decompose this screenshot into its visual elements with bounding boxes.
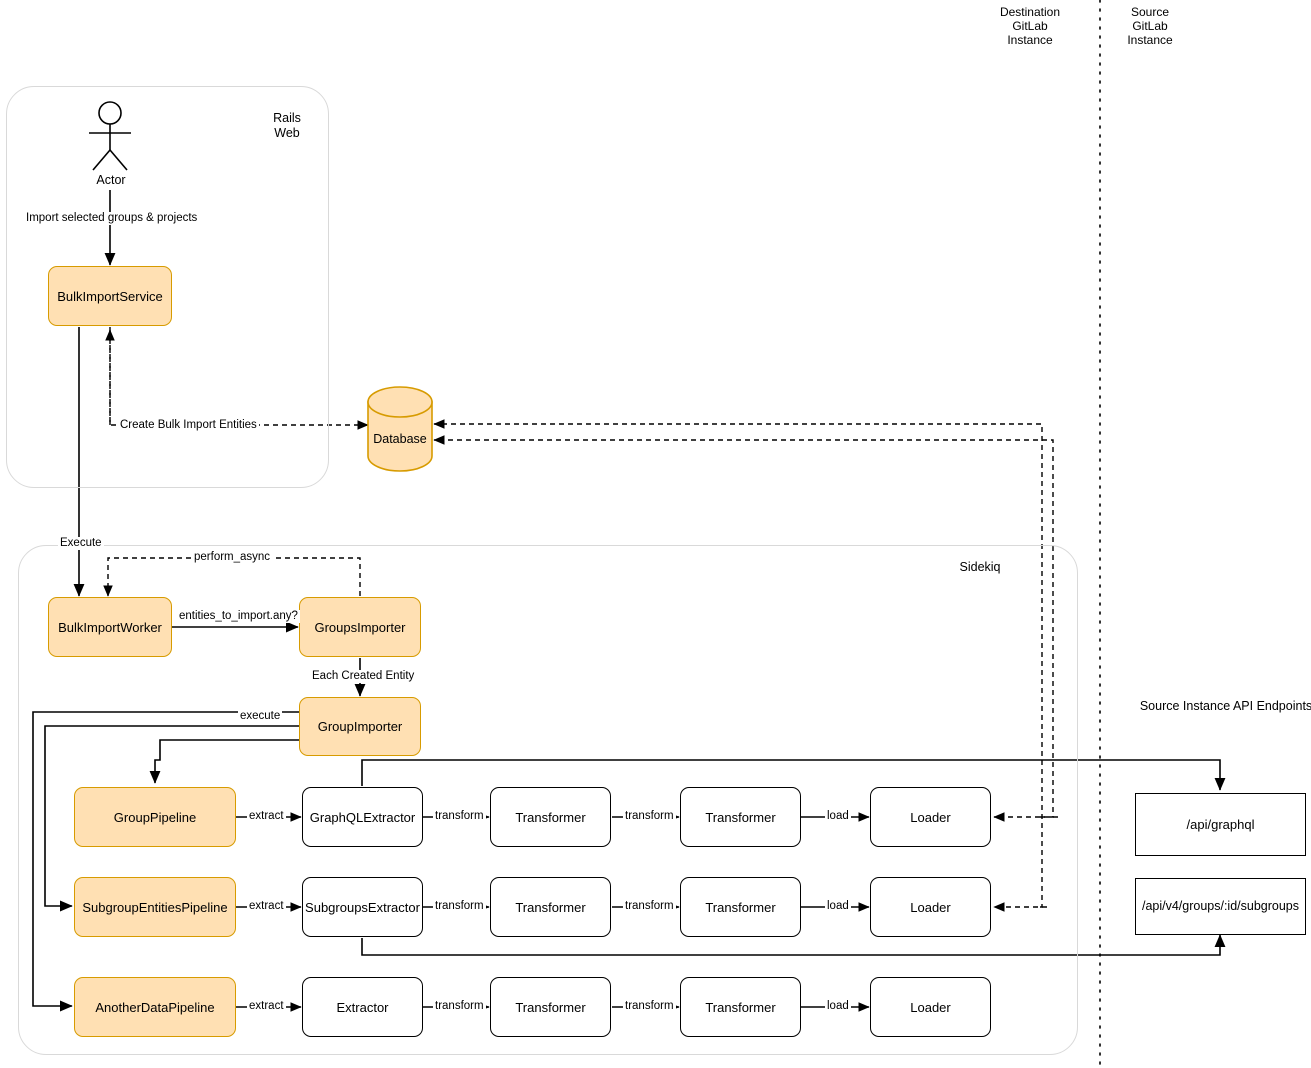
node-groups-importer[interactable]: GroupsImporter <box>299 597 421 657</box>
api-endpoints-section-label: Source Instance API Endpoints <box>1139 699 1311 713</box>
edge-label-import-selected: Import selected groups & projects <box>24 212 200 225</box>
node-group-pipeline[interactable]: GroupPipeline <box>74 787 236 847</box>
node-loader-r2[interactable]: Loader <box>870 877 991 937</box>
edge-label-transform-r3-a: transform <box>433 1000 486 1013</box>
sidekiq-container <box>18 545 1078 1055</box>
edge-label-load-r1: load <box>825 810 851 823</box>
node-group-importer[interactable]: GroupImporter <box>299 697 421 756</box>
node-transformer-r2-b[interactable]: Transformer <box>680 877 801 937</box>
edge-label-transform-r1-a: transform <box>433 810 486 823</box>
node-api-subgroups[interactable]: /api/v4/groups/:id/subgroups <box>1135 878 1306 935</box>
node-loader-r3[interactable]: Loader <box>870 977 991 1037</box>
edge-label-transform-r2-a: transform <box>433 900 486 913</box>
edge-label-load-r3: load <box>825 1000 851 1013</box>
node-graphql-extractor[interactable]: GraphQLExtractor <box>302 787 423 847</box>
rails-web-container <box>6 86 329 488</box>
rails-web-label: Rails Web <box>273 111 301 140</box>
edge-label-perform-async: perform_async <box>192 551 273 564</box>
node-loader-r1[interactable]: Loader <box>870 787 991 847</box>
database-label: Database <box>373 432 427 446</box>
node-transformer-r3-a[interactable]: Transformer <box>490 977 611 1037</box>
edge-label-each-created-entity: Each Created Entity <box>310 670 417 683</box>
edge-label-create-bulk-import-entities: Create Bulk Import Entities <box>118 419 259 432</box>
edge-label-transform-r2-b: transform <box>623 900 676 913</box>
destination-instance-label: Destination GitLab Instance <box>999 5 1061 47</box>
node-subgroups-extractor[interactable]: SubgroupsExtractor <box>302 877 423 937</box>
source-instance-label: Source GitLab Instance <box>1127 5 1173 47</box>
node-bulk-import-service[interactable]: BulkImportService <box>48 266 172 326</box>
actor-label: Actor <box>96 173 126 187</box>
node-transformer-r2-a[interactable]: Transformer <box>490 877 611 937</box>
node-subgroup-entities-pipeline[interactable]: SubgroupEntitiesPipeline <box>74 877 236 937</box>
edge-label-load-r2: load <box>825 900 851 913</box>
edge-label-extract-r1: extract <box>247 810 286 823</box>
node-transformer-r3-b[interactable]: Transformer <box>680 977 801 1037</box>
edge-label-extract-r3: extract <box>247 1000 286 1013</box>
node-extractor[interactable]: Extractor <box>302 977 423 1037</box>
edge-label-transform-r1-b: transform <box>623 810 676 823</box>
node-transformer-r1-b[interactable]: Transformer <box>680 787 801 847</box>
node-bulk-import-worker[interactable]: BulkImportWorker <box>48 597 172 657</box>
edge-label-execute: execute <box>238 710 283 723</box>
sidekiq-label: Sidekiq <box>959 560 1001 574</box>
node-transformer-r1-a[interactable]: Transformer <box>490 787 611 847</box>
node-another-data-pipeline[interactable]: AnotherDataPipeline <box>74 977 236 1037</box>
edge-label-extract-r2: extract <box>247 900 286 913</box>
edge-label-entities-to-import: entities_to_import.any? <box>177 610 300 623</box>
node-api-graphql[interactable]: /api/graphql <box>1135 793 1306 856</box>
edge-label-execute-top: Execute <box>58 537 104 550</box>
database-cylinder <box>367 386 433 472</box>
edge-label-transform-r3-b: transform <box>623 1000 676 1013</box>
